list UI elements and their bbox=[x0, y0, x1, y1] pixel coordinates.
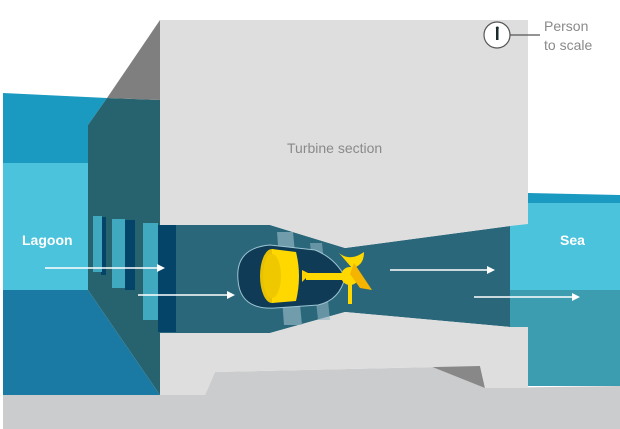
upper-block-side bbox=[107, 20, 160, 100]
lagoon-label: Lagoon bbox=[22, 232, 73, 248]
person-to-scale-label: Person to scale bbox=[544, 17, 592, 55]
upper-concrete-block bbox=[160, 20, 528, 248]
sea-label: Sea bbox=[560, 232, 585, 248]
person-label-line2: to scale bbox=[544, 37, 593, 53]
lower-concrete-block bbox=[160, 312, 528, 395]
turbine bbox=[237, 232, 372, 325]
ground-shadow bbox=[430, 366, 485, 388]
intake-slots bbox=[93, 216, 176, 332]
person-label-line1: Person bbox=[544, 18, 589, 34]
sea-water bbox=[510, 193, 620, 386]
flow-arrows bbox=[45, 264, 580, 301]
person-to-scale-icon bbox=[483, 21, 540, 49]
turbine-section-label: Turbine section bbox=[287, 140, 383, 156]
lagoon-water bbox=[3, 93, 160, 395]
seabed-ground bbox=[3, 366, 620, 429]
